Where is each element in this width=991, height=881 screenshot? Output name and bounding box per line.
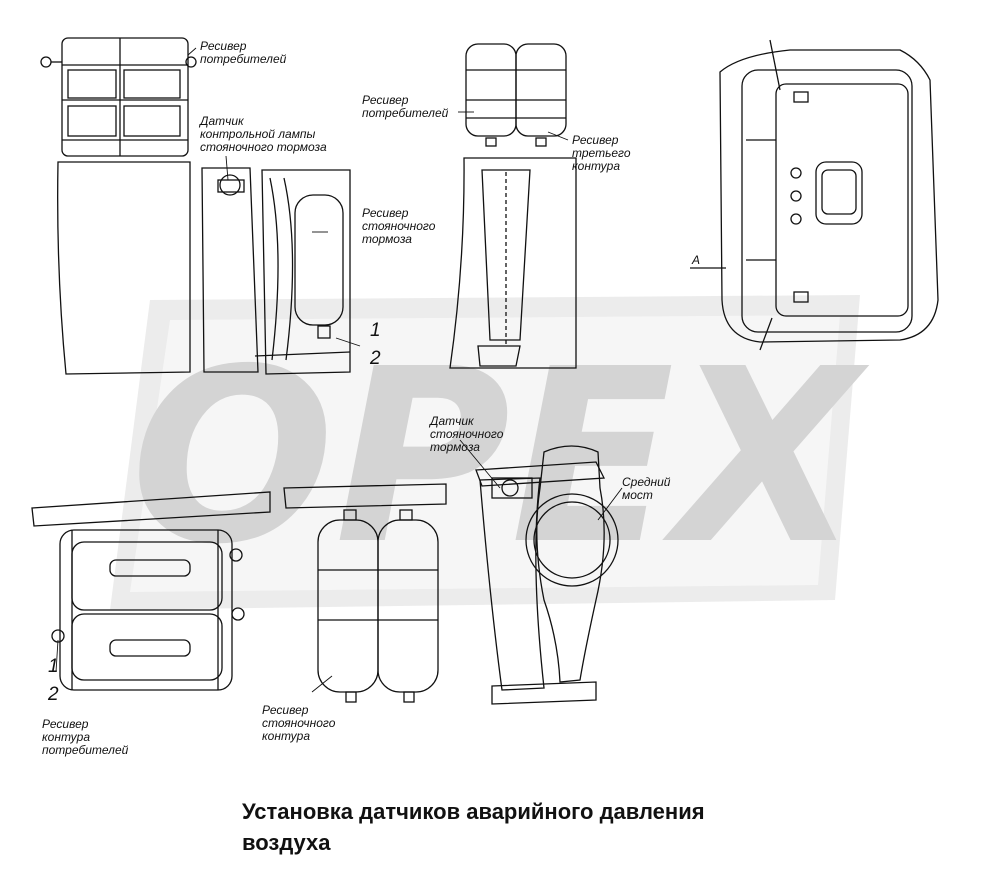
callout-number-2-top: 2 xyxy=(370,348,381,369)
label-middle-axle: Средний мост xyxy=(622,475,671,502)
leader-lines xyxy=(55,47,623,693)
label-view-a: A xyxy=(692,253,701,267)
receiver-consumers-top-drawing xyxy=(40,37,197,157)
callout-number-2-bottom: 2 xyxy=(48,684,59,705)
label-receiver-consumer-circuit: Ресивер контура потребителей xyxy=(42,717,129,757)
watermark: OPEX xyxy=(110,295,869,610)
receiver-consumers-center-drawing xyxy=(449,43,577,369)
frame-rail-left xyxy=(57,161,351,375)
middle-axle-drawing xyxy=(475,445,619,705)
figure-caption: Установка датчиков аварийного давления в… xyxy=(242,799,705,855)
label-receiver-parking-brake: Ресивер стояночного тормоза xyxy=(362,206,436,246)
label-parking-lamp-sensor: Датчик контрольной лампы стояночного тор… xyxy=(200,114,327,154)
callout-number-1-bottom: 1 xyxy=(48,656,59,677)
watermark-text: OPEX xyxy=(131,317,870,597)
label-parking-brake-sensor: Датчик стояночного тормоза xyxy=(430,414,504,454)
label-receiver-third-circuit: Ресивер третьего контура xyxy=(572,133,631,173)
receiver-consumer-circuit-drawing xyxy=(31,491,271,691)
label-receiver-parking-circuit: Ресивер стояночного контура xyxy=(262,703,336,743)
callout-number-1-top: 1 xyxy=(370,320,381,341)
receiver-parking-circuit-drawing xyxy=(283,483,447,703)
label-receiver-consumers-top: Ресивер потребителей xyxy=(200,39,287,66)
cab-top-view xyxy=(690,39,939,351)
label-receiver-consumers-center: Ресивер потребителей xyxy=(362,93,449,120)
